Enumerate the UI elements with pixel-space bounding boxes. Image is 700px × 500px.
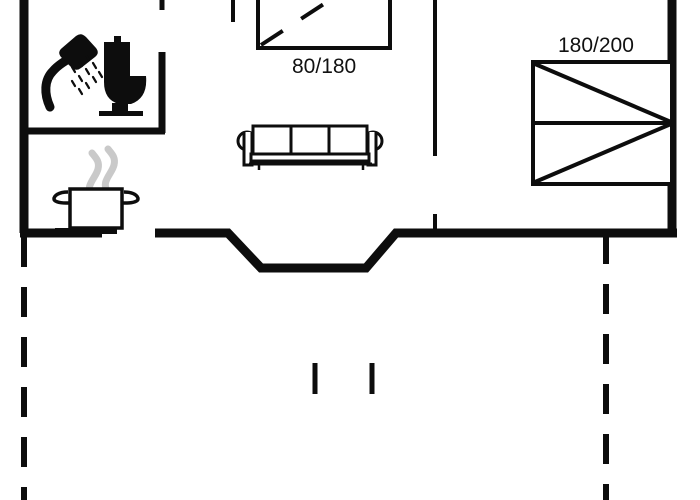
walls-solid-group xyxy=(19,0,677,273)
shower-icon xyxy=(41,34,104,112)
toilet-icon xyxy=(99,36,147,116)
step-marks-group xyxy=(312,363,375,394)
bed-double-icon xyxy=(531,60,674,186)
cooking-pot-icon xyxy=(52,145,140,234)
bed-double-diagonal-upper xyxy=(534,62,672,124)
walls-dashed-group xyxy=(21,234,609,500)
wall-bottom-bay xyxy=(155,228,440,273)
bed-single-size-label: 80/180 xyxy=(292,55,356,78)
bed-double-size-label: 180/200 xyxy=(558,34,634,57)
bed-double-diagonal-lower xyxy=(534,122,672,184)
sofa-icon xyxy=(236,124,384,170)
bed-single-diagonal xyxy=(259,0,334,47)
bed-single-icon xyxy=(256,0,392,50)
